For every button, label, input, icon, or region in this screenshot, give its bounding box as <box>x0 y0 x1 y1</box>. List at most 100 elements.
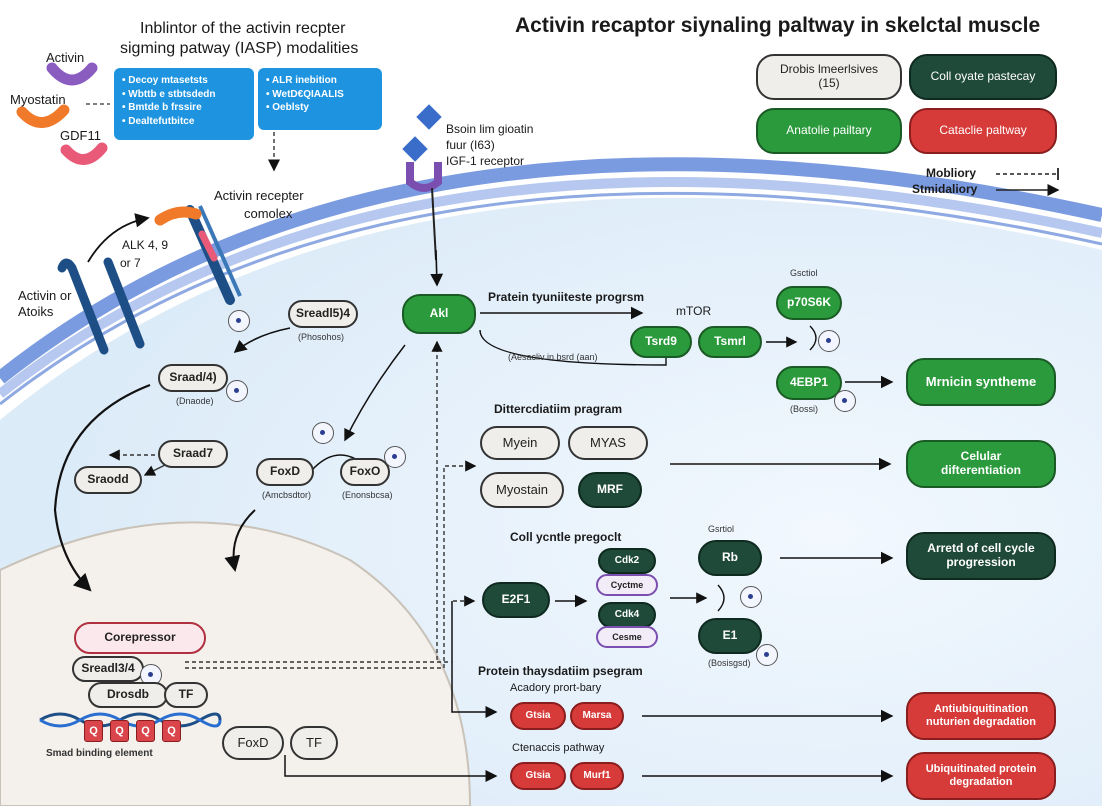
activin-or-label-2: Atoiks <box>18 304 54 319</box>
cyclin-e-node: Cyctme <box>596 574 658 596</box>
iasp-title-line2: sigming patway (IASP) modalities <box>120 40 359 57</box>
igf-label-2: fuur (I63) <box>446 138 495 152</box>
gdf11-label: GDF11 <box>60 128 101 143</box>
phosphate-icon <box>226 380 248 402</box>
foxo-node-a: FoxD <box>256 458 314 486</box>
alk-label-2: or 7 <box>120 256 141 270</box>
cyclin-d-node: Cesme <box>596 626 658 648</box>
iasp-box1-item: • Bmtde b frssire <box>122 102 202 113</box>
phosphate-icon <box>740 586 762 608</box>
alk-receptor-left <box>57 257 145 355</box>
myostatin-ligand-shape <box>16 104 70 128</box>
legend-item-catabolic: Cataclie paltway <box>909 108 1057 154</box>
phosphate-icon <box>756 644 778 666</box>
sbe-box: Q <box>84 720 103 742</box>
page-title: Activin recaptor siynaling paltway in sk… <box>515 14 1041 37</box>
phosphate-icon <box>228 310 250 332</box>
gdf11-ligand-shape <box>60 142 108 165</box>
smad-node-d: Sraodd <box>74 466 142 494</box>
smad-node-b: Sraad/4) <box>158 364 228 392</box>
atrogin-node-a: Gtsia <box>510 702 566 730</box>
smad-node-a: Sreadl5)4 <box>288 300 358 328</box>
receptor-complex-label-1: Activin recepter <box>214 188 304 203</box>
phosphate-icon <box>818 330 840 352</box>
phosphate-icon <box>834 390 856 412</box>
degradation-heading: Protein thaysdatiim psegram <box>478 664 643 678</box>
cdk4-node: Cdk4 <box>598 602 656 628</box>
murf-node-a: Marsa <box>570 702 624 730</box>
dna-strand-a <box>39 712 222 728</box>
feedback-label: (Aesacliv in bsrd (aan) <box>508 352 598 362</box>
protein-synthesis-heading: Pratein tyuniiteste progrsm <box>488 290 645 304</box>
cdk2-node: Cdk2 <box>598 548 656 574</box>
tsc2-node: Tsmrl <box>698 326 762 358</box>
myostatin-node: Myostain <box>480 472 564 508</box>
foxo-node-b: FoxO <box>340 458 390 486</box>
nucleus-foxd-node: FoxD <box>222 726 284 760</box>
legend-item-anabolic: Anatolie pailtary <box>756 108 902 154</box>
phosphate-icon <box>312 422 334 444</box>
e1-caption: (Bosisgsd) <box>708 658 751 668</box>
sbe-box: Q <box>162 720 181 742</box>
p70s6k-node: p70S6K <box>776 286 842 320</box>
corepressor-node: Corepressor <box>74 622 206 654</box>
myod-node: MYAS <box>568 426 648 460</box>
protein-synthesis-outcome: Mrnicin syntheme <box>906 358 1056 406</box>
sbe-label: Smad binding element <box>46 748 153 759</box>
cell-cycle-outcome: Arretd of cell cycle progression <box>906 532 1056 580</box>
mtor-central-label: Gsctiol <box>790 268 818 278</box>
legend-inhibitory-label: Mobliory <box>926 166 976 180</box>
sbe-box: Q <box>136 720 155 742</box>
mrf-node: MRF <box>578 472 642 508</box>
iasp-title-line1: Inblintor of the activin recpter <box>140 20 346 37</box>
receptor-complex-label-2: comolex <box>244 206 293 221</box>
tsc1-node: Tsrd9 <box>630 326 692 358</box>
legend-item-drug-modalities: Drobis lmeerlsives (15) <box>756 54 902 100</box>
smad-node-a-caption: (Phosohos) <box>298 332 345 342</box>
cell-cycle-central-label: Gsrtiol <box>708 524 735 534</box>
activin-label: Activin <box>46 50 85 65</box>
phosphate-icon <box>384 446 406 468</box>
akt-node: Akl <box>402 294 476 334</box>
iasp-box2-item: • ALR inebition <box>266 75 337 86</box>
activin-receptor-complex <box>154 205 242 305</box>
sbe-box: Q <box>110 720 129 742</box>
iasp-modalities-box-1: • Decoy mtasetsts • Wbttb e stbtsdedn • … <box>114 68 254 140</box>
e2f1-node: E2F1 <box>482 582 550 618</box>
nucleus-tf2-node: TF <box>290 726 338 760</box>
alk-label-1: ALK 4, 9 <box>122 238 169 252</box>
activin-ligand-shape <box>46 62 98 86</box>
foxo-node-b-caption: (Enonsbcsa) <box>342 490 393 500</box>
4ebp1-caption: (Bossi) <box>790 404 819 414</box>
cell-cycle-heading: Coll ycntle pregoclt <box>510 530 622 544</box>
differentiation-outcome: Celular difterentiation <box>906 440 1056 488</box>
nucleus-tf-node: TF <box>164 682 208 708</box>
4ebp1-node: 4EBP1 <box>776 366 842 400</box>
smad-complex-node: Sreadl3/4 <box>72 656 144 682</box>
smad7-node: Sraad7 <box>158 440 228 468</box>
smad-node-b-caption: (Dnaode) <box>176 396 214 406</box>
igf-receptor <box>402 104 442 261</box>
iasp-box2-item: • Oeblsty <box>266 102 309 113</box>
anabolic-subheading: Acadory prort-bary <box>510 682 602 694</box>
iasp-box1-item: • Decoy mtasetsts <box>122 75 208 86</box>
iasp-box1-item: • Wbttb e stbtsdedn <box>122 88 216 100</box>
nucleus-foxo-node: Drosdb <box>88 682 168 708</box>
legend-item-cell-cycle: Coll oyate pastecay <box>909 54 1057 100</box>
myostatin-label: Myostatin <box>10 92 66 107</box>
rb-node: Rb <box>698 540 762 576</box>
iasp-box1-item: • Dealtefutbitce <box>122 115 195 127</box>
igf-label-1: Bsoin lim gioatin <box>446 122 534 136</box>
iasp-box2-item: • WetD€QIAALIS <box>266 88 344 100</box>
legend-stimulatory-label: Stmidaliory <box>912 182 978 196</box>
foxo-node-a-caption: (Amcbsdtor) <box>262 490 312 500</box>
atrogin-node-b: Gtsia <box>510 762 566 790</box>
murf1-node: Murf1 <box>570 762 624 790</box>
myogenin-node: Myein <box>480 426 560 460</box>
degradation-outcome-a: Antiubiquitination nuturien degradation <box>906 692 1056 740</box>
e1-node: E1 <box>698 618 762 654</box>
igf-label-3: IGF-1 receptor <box>446 154 525 168</box>
mtor-label: mTOR <box>676 304 712 318</box>
differentiation-heading: Dittercdiatiim pragram <box>494 402 623 416</box>
iasp-modalities-box-2: • ALR inebition • WetD€QIAALIS • Oeblsty <box>258 68 382 130</box>
